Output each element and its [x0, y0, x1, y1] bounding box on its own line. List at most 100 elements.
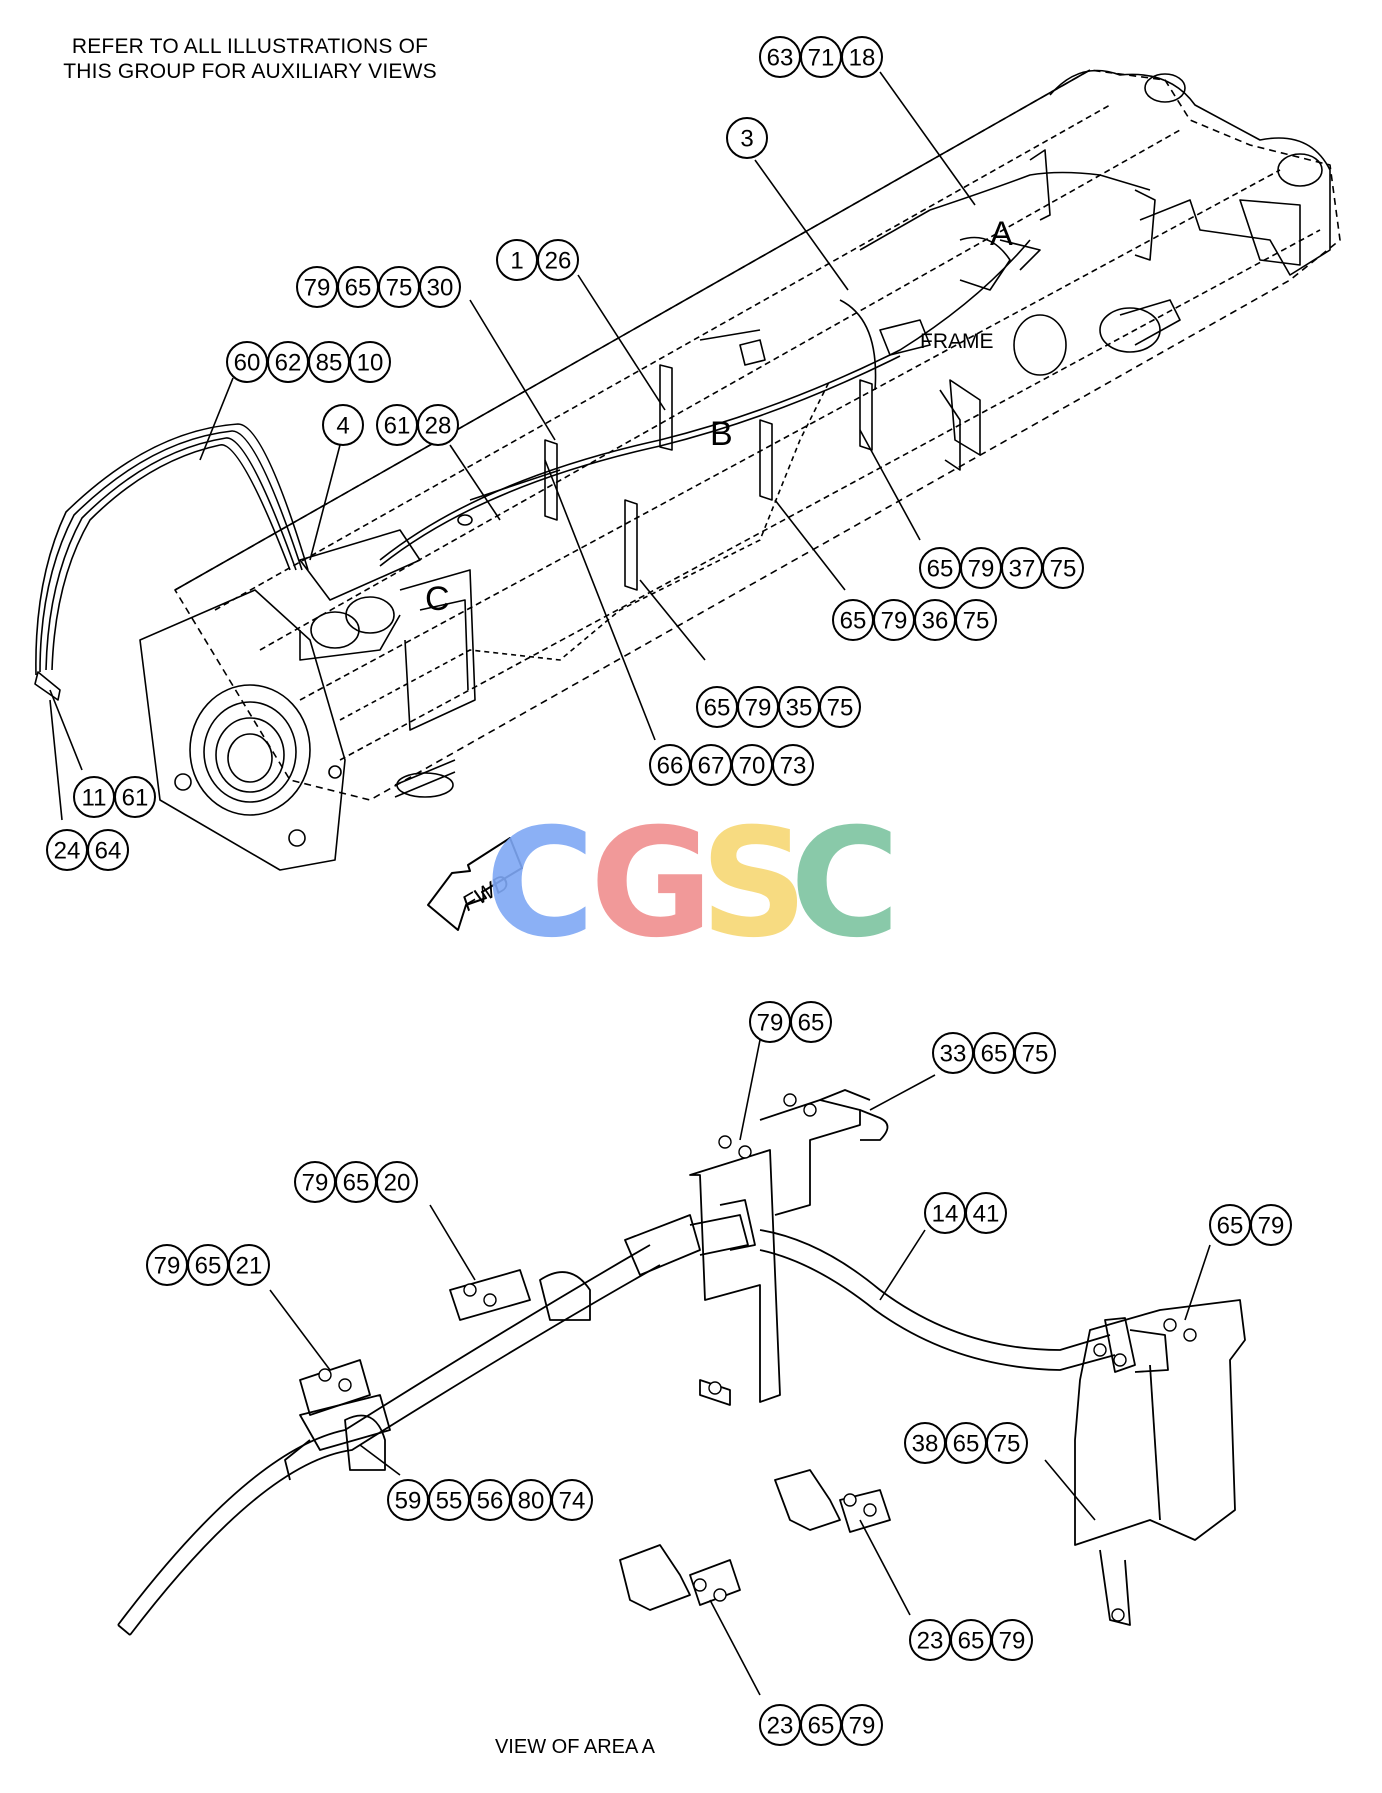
callout-number: 65 [927, 556, 954, 583]
callout-number: 65 [195, 1253, 222, 1280]
callout-bubble: 85 [308, 341, 350, 383]
callout-number: 11 [82, 785, 107, 812]
callout-number: 10 [357, 350, 384, 377]
callout-bubble: 65 [945, 1422, 987, 1464]
callout-bubble: 65 [335, 1161, 377, 1203]
callout-circle [726, 117, 768, 159]
callout-circle [322, 404, 364, 446]
callout-bubble: 64 [87, 829, 129, 871]
callout-group-24-64: 24 64 [46, 829, 129, 871]
callout-bubble: 41 [965, 1192, 1007, 1234]
callout-circle [114, 776, 156, 818]
callout-number: 79 [849, 1713, 876, 1740]
callout-number: 75 [386, 275, 413, 302]
view-caption: VIEW OF AREA A [494, 1736, 656, 1758]
callout-bubble: 20 [376, 1161, 418, 1203]
callout-circle [991, 1619, 1033, 1661]
callout-bubble: 71 [800, 36, 842, 78]
callout-bubble: 61 [376, 404, 418, 446]
callout-bubble: 75 [378, 266, 420, 308]
callout-number: 18 [849, 45, 876, 72]
callout-number: 37 [1009, 556, 1036, 583]
callout-number: 71 [808, 45, 835, 72]
callout-number: 75 [994, 1431, 1021, 1458]
callout-bubble: 21 [228, 1244, 270, 1286]
callout-circle [1014, 1032, 1056, 1074]
callout-bubble: 1 [496, 239, 538, 281]
callout-bubble: 66 [649, 744, 691, 786]
callout-bubble: 23 [759, 1704, 801, 1746]
callout-number: 3 [740, 126, 753, 153]
callout-circle [1250, 1204, 1292, 1246]
callout-circle [1042, 547, 1084, 589]
callout-bubble: 79 [146, 1244, 188, 1286]
callout-group-38-65-75: 38 65 75 [904, 1422, 1028, 1464]
callout-circle [417, 404, 459, 446]
callout-bubble: 75 [986, 1422, 1028, 1464]
area-label-a: A [990, 215, 1013, 253]
callout-number: 79 [304, 275, 331, 302]
callout-circle [537, 239, 579, 281]
callout-number: 65 [958, 1628, 985, 1655]
callout-bubble: 10 [349, 341, 391, 383]
callout-bubble: 79 [296, 266, 338, 308]
callout-number: 85 [316, 350, 343, 377]
callout-bubble: 24 [46, 829, 88, 871]
callout-bubble: 79 [294, 1161, 336, 1203]
callout-bubble: 4 [322, 404, 364, 446]
callout-bubble: 35 [778, 686, 820, 728]
callout-group-60-62-85-10: 60 62 85 10 [226, 341, 391, 383]
callout-bubble: 79 [737, 686, 779, 728]
callout-number: 67 [698, 753, 725, 780]
callout-number: 36 [922, 608, 949, 635]
callout-circle [419, 266, 461, 308]
callout-number: 65 [345, 275, 372, 302]
bolt-heads [318, 1093, 1197, 1622]
callout-number: 24 [54, 838, 81, 865]
callout-number: 60 [234, 350, 261, 377]
callout-bubble: 73 [772, 744, 814, 786]
leader-lines [49, 71, 1211, 1696]
callout-bubble: 62 [267, 341, 309, 383]
callout-bubble: 59 [387, 1479, 429, 1521]
callout-circle [772, 744, 814, 786]
callout-bubble: 80 [510, 1479, 552, 1521]
callout-circle [87, 829, 129, 871]
callout-circle [841, 36, 883, 78]
area-label-b: B [710, 415, 733, 453]
callout-bubble: 79 [991, 1619, 1033, 1661]
callout-bubble: 56 [469, 1479, 511, 1521]
callout-circle [965, 1192, 1007, 1234]
callout-bubble: 11 [73, 776, 115, 818]
callout-number: 79 [968, 556, 995, 583]
callout-bubble: 75 [1042, 547, 1084, 589]
watermark-letter-s: S [700, 797, 808, 971]
callout-bubble: 3 [726, 117, 768, 159]
callout-group-3: 3 [726, 117, 768, 159]
callout-number: 65 [953, 1431, 980, 1458]
callout-number: 79 [154, 1253, 181, 1280]
callout-bubble: 36 [914, 599, 956, 641]
auxiliary-views-note: REFER TO ALL ILLUSTRATIONS OF THIS GROUP… [20, 34, 480, 84]
callout-bubble: 65 [973, 1032, 1015, 1074]
callout-number: 14 [932, 1201, 959, 1228]
callout-bubble: 14 [924, 1192, 966, 1234]
callout-circle [955, 599, 997, 641]
callout-number: 33 [940, 1041, 967, 1068]
callout-number: 38 [912, 1431, 939, 1458]
callout-number: 64 [95, 838, 122, 865]
callout-bubble: 18 [841, 36, 883, 78]
callout-number: 79 [757, 1010, 784, 1037]
callout-number: 62 [275, 350, 302, 377]
callout-number: 73 [780, 753, 807, 780]
callout-bubble: 60 [226, 341, 268, 383]
frame-drawing [34, 69, 1341, 871]
callout-circle [986, 1422, 1028, 1464]
